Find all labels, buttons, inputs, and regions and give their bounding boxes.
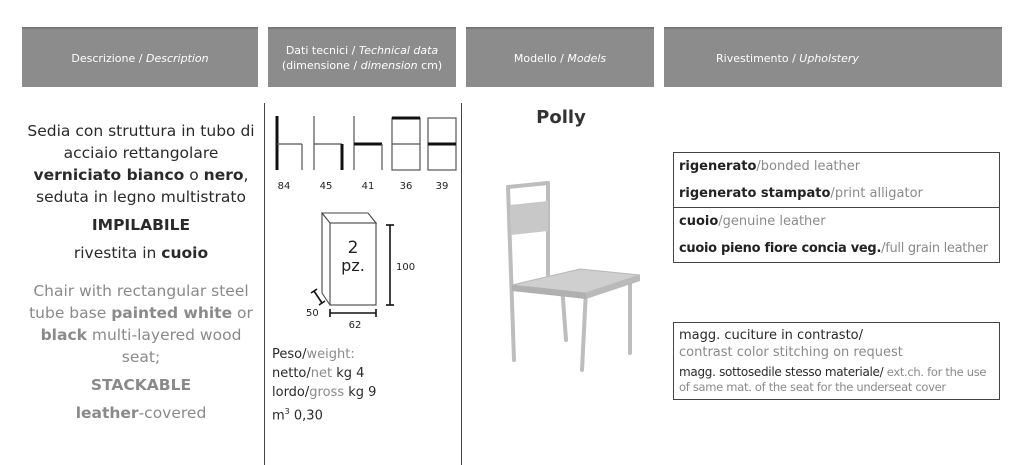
- weight-title: Peso/weight:: [272, 345, 457, 364]
- header-description-en: Description: [145, 51, 209, 65]
- upholstery-it: rigenerato: [679, 159, 757, 174]
- header-sep: /: [556, 51, 568, 65]
- description-english: Chair with rectangular steel tube base p…: [22, 280, 260, 424]
- desc-en-cov-bold: leather: [75, 404, 139, 422]
- header-sep: /: [788, 51, 800, 65]
- desc-it-covering: rivestita in cuoio: [22, 242, 260, 264]
- header-models-en: Models: [567, 51, 607, 65]
- header-sep: /: [135, 51, 146, 65]
- dimension-label-seat-width: 39: [436, 181, 449, 192]
- description-italian: Sedia con struttura in tubo di acciaio r…: [22, 120, 260, 264]
- desc-it-cov-bold: cuoio: [161, 244, 209, 262]
- box-height-label: 100: [396, 262, 415, 273]
- upholstery-it: cuoio pieno fiore concia veg.: [679, 241, 882, 256]
- gross-en: gross: [309, 385, 345, 400]
- extra-stitching-en: contrast color stitching on request: [679, 345, 903, 360]
- header-technical-it: Dati tecnici: [285, 44, 349, 57]
- upholstery-en: print alligator: [834, 186, 923, 201]
- volume: m3 0,30: [272, 402, 457, 425]
- dimension-label-seat-height: 45: [320, 181, 333, 192]
- weight-specs: Peso/weight: netto/net kg 4 lordo/gross …: [272, 345, 457, 425]
- chair-side-icons: [275, 116, 457, 171]
- header-upholstery-it: Rivestimento: [716, 51, 789, 65]
- upholstery-en: bonded leather: [760, 159, 861, 174]
- description-block: Sedia con struttura in tubo di acciaio r…: [22, 120, 260, 424]
- header-models: Modello / Models: [466, 27, 654, 87]
- upholstery-item: cuoio/genuine leather: [679, 214, 826, 229]
- desc-en-bold: painted white: [111, 304, 233, 322]
- upholstery-it: rigenerato stampato: [679, 186, 831, 201]
- box-unit: pz.: [341, 256, 365, 275]
- net-en: net: [310, 366, 333, 381]
- extra-underseat: magg. sottosedile stesso materiale/ ext.…: [674, 365, 999, 399]
- upholstery-item: rigenerato stampato/print alligator: [679, 186, 923, 201]
- column-divider-right: [461, 103, 462, 465]
- upholstery-group-leather: rigenerato/bonded leather rigenerato sta…: [673, 152, 1000, 263]
- desc-en-text: multi-layered wood seat;: [86, 326, 242, 366]
- desc-it-bold: verniciato bianco: [33, 166, 185, 184]
- upholstery-en: full grain leather: [885, 241, 988, 256]
- extra-underseat-it: magg. sottosedile stesso materiale/: [679, 365, 884, 379]
- column-divider-left: [264, 103, 265, 465]
- chair-backrest: [510, 201, 548, 235]
- upholstery-it: cuoio: [679, 214, 719, 229]
- desc-en-text: or: [232, 304, 253, 322]
- model-name: Polly: [536, 107, 586, 128]
- upholstery-en: genuine leather: [722, 214, 826, 229]
- volume-unit: m: [272, 408, 285, 424]
- desc-en-text: Chair with rectangular steel tube base: [29, 282, 249, 322]
- extra-stitching: magg. cuciture in contrasto/ contrast co…: [674, 323, 999, 365]
- extra-underseat-en: ext.ch. for the use of same mat. of the …: [679, 365, 987, 394]
- header-technical-dim-en: dimension: [360, 59, 418, 72]
- desc-it-stackable: IMPILABILE: [91, 216, 191, 234]
- gross-value: kg 9: [344, 385, 377, 400]
- dimension-diagrams: 84 45 41 36 39: [275, 116, 457, 192]
- header-sep: /: [348, 44, 359, 57]
- header-models-it: Modello: [513, 51, 557, 65]
- chair-seat-edge: [512, 285, 586, 299]
- gross-weight: lordo/gross kg 9: [272, 383, 457, 402]
- box-depth-label: 50: [306, 308, 319, 319]
- upholstery-extras: magg. cuciture in contrasto/ contrast co…: [673, 322, 1000, 400]
- desc-en-stackable: STACKABLE: [90, 376, 192, 394]
- desc-en-bold: black: [40, 326, 87, 344]
- box-width-label: 62: [349, 320, 362, 331]
- volume-value: 0,30: [289, 408, 323, 424]
- extra-stitching-it: magg. cuciture in contrasto/: [679, 328, 864, 343]
- desc-it-text: o: [184, 166, 204, 184]
- desc-it-text: , seduta in legno multistrato: [36, 166, 249, 206]
- gross-it: lordo/: [272, 385, 310, 400]
- dimension-label-depth: 41: [362, 181, 375, 192]
- dimension-label-width: 36: [400, 181, 413, 192]
- desc-en-cov-text: -covered: [138, 404, 207, 422]
- box-dimension-lines: [310, 224, 394, 317]
- weight-title-en: weight:: [306, 347, 355, 362]
- weight-title-it: Peso/: [272, 347, 307, 362]
- desc-it-bold: nero: [203, 166, 244, 184]
- header-technical-unit: cm): [417, 59, 443, 72]
- chair-image: [506, 181, 641, 372]
- chair-seat-side: [586, 275, 640, 299]
- volume-exponent: 3: [284, 407, 290, 416]
- box-count: 2: [348, 238, 359, 258]
- header-description: Descrizione / Description: [22, 27, 258, 87]
- net-weight: netto/net kg 4: [272, 364, 457, 383]
- packaging-box-diagram: 2 pz. 100 62 50: [306, 212, 415, 331]
- header-technical: Dati tecnici / Technical data (dimension…: [268, 27, 456, 87]
- header-technical-en: Technical data: [358, 44, 439, 57]
- desc-it-cov-text: rivestita in: [73, 244, 162, 262]
- dimension-label-height: 84: [278, 181, 291, 192]
- header-description-it: Descrizione: [71, 51, 136, 65]
- header-upholstery: Rivestimento / Upholstery: [664, 27, 1002, 87]
- upholstery-item: rigenerato/bonded leather: [679, 159, 861, 174]
- header-technical-dim-it: (dimensione /: [281, 59, 361, 72]
- net-it: netto/: [272, 366, 311, 381]
- header-upholstery-en: Upholstery: [799, 51, 859, 65]
- upholstery-item: cuoio pieno fiore concia veg./full grain…: [679, 241, 988, 256]
- desc-it-text: Sedia con struttura in tubo di acciaio r…: [27, 122, 255, 162]
- box-outline: [320, 212, 378, 306]
- net-value: kg 4: [332, 366, 365, 381]
- desc-en-covering: leather-covered: [22, 402, 260, 424]
